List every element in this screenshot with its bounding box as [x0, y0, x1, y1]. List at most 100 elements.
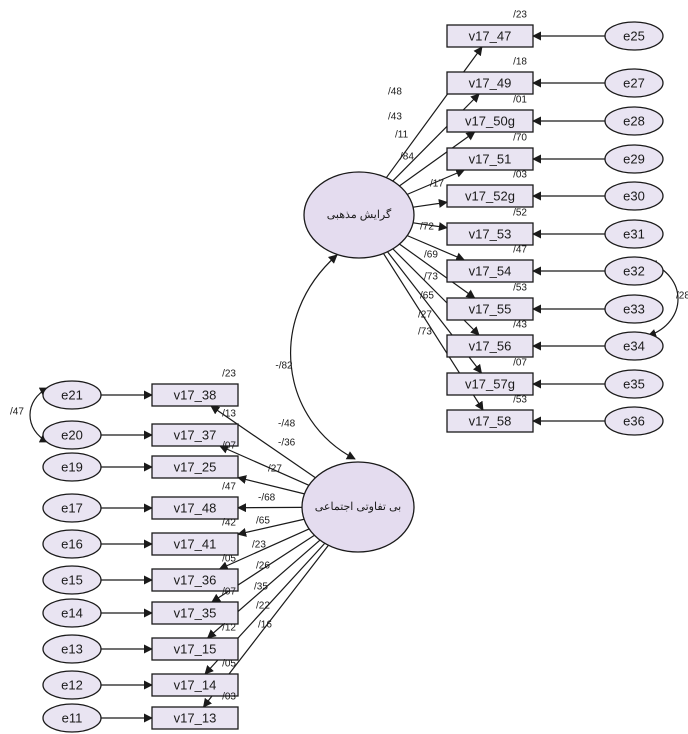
error-node-e36 [604, 406, 664, 436]
r2-label-v17_51: /70 [513, 133, 527, 144]
latent-label-religion: گرایش مذهبی [327, 208, 392, 221]
error-node-e31 [604, 219, 664, 249]
error-label-e35: e35 [623, 377, 645, 392]
loading-label-v17_55: /73 [424, 272, 438, 283]
latent-node-indifference [301, 461, 415, 553]
error-label-e27: e27 [623, 76, 645, 91]
observed-box-v17_53 [446, 222, 534, 246]
error-node-e20 [42, 420, 102, 450]
error-label-e15: e15 [61, 573, 83, 588]
observed-box-v17_52g [446, 184, 534, 208]
observed-box-v17_50g [446, 109, 534, 133]
observed-label-v17_38: v17_38 [174, 388, 217, 403]
error-label-e13: e13 [61, 642, 83, 657]
loading-label-v17_36: /23 [252, 540, 266, 551]
error-label-e25: e25 [623, 29, 645, 44]
r2-label-v17_14: /05 [222, 659, 236, 670]
observed-box-v17_54 [446, 259, 534, 283]
path-arrow-indifference-v17_37 [219, 445, 310, 486]
error-node-e33 [604, 294, 664, 324]
observed-box-v17_35 [151, 601, 239, 625]
observed-box-v17_15 [151, 637, 239, 661]
loading-label-v17_13: /16 [258, 620, 272, 631]
path-arrow-religion-v17_50g [399, 131, 476, 187]
observed-label-v17_52g: v17_52g [465, 189, 515, 204]
observed-label-v17_53: v17_53 [469, 227, 512, 242]
error-node-e34 [604, 331, 664, 361]
observed-box-v17_55 [446, 297, 534, 321]
observed-box-v17_38 [151, 383, 239, 407]
observed-label-v17_50g: v17_50g [465, 114, 515, 129]
loading-label-v17_57g: /27 [418, 310, 432, 321]
observed-label-v17_48: v17_48 [174, 501, 217, 516]
r2-label-v17_13: /03 [222, 692, 236, 703]
loading-label-v17_47: /48 [388, 87, 402, 98]
observed-label-v17_25: v17_25 [174, 460, 217, 475]
r2-label-v17_50g: /01 [513, 95, 527, 106]
observed-label-v17_14: v17_14 [174, 678, 217, 693]
error-covariance-label-e32-e34: /28 [676, 291, 688, 302]
observed-label-v17_13: v17_13 [174, 711, 217, 726]
r2-label-v17_25: /07 [222, 441, 236, 452]
r2-label-v17_37: /13 [222, 409, 236, 420]
r2-label-v17_52g: /03 [513, 170, 527, 181]
r2-label-v17_47: /23 [513, 10, 527, 21]
loading-label-v17_48: -/68 [258, 493, 276, 504]
error-node-e14 [42, 598, 102, 628]
r2-label-v17_58: /53 [513, 395, 527, 406]
observed-box-v17_41 [151, 532, 239, 556]
path-arrow-religion-v17_55 [399, 243, 476, 299]
observed-box-v17_48 [151, 496, 239, 520]
observed-box-v17_56 [446, 334, 534, 358]
loading-label-v17_56: /65 [420, 291, 434, 302]
error-node-e12 [42, 670, 102, 700]
error-label-e34: e34 [623, 339, 645, 354]
observed-label-v17_51: v17_51 [469, 152, 512, 167]
r2-label-v17_35: /07 [222, 587, 236, 598]
r2-label-v17_54: /47 [513, 245, 527, 256]
error-node-e13 [42, 634, 102, 664]
loading-label-v17_15: /35 [254, 582, 268, 593]
error-label-e21: e21 [61, 388, 83, 403]
r2-label-v17_55: /53 [513, 283, 527, 294]
latent-label-indifference: بی تفاوتی اجتماعی [315, 501, 401, 513]
loading-label-v17_51: /84 [400, 152, 414, 163]
loading-label-v17_41: /65 [256, 516, 270, 527]
loading-label-v17_58: /73 [418, 327, 432, 338]
error-label-e19: e19 [61, 460, 83, 475]
observed-label-v17_15: v17_15 [174, 642, 217, 657]
loading-label-v17_35: /26 [256, 561, 270, 572]
r2-label-v17_49: /18 [513, 57, 527, 68]
r2-label-v17_48: /47 [222, 482, 236, 493]
error-node-e27 [604, 68, 664, 98]
error-covariance-arrow-e21-e20 [29, 387, 49, 443]
error-label-e14: e14 [61, 606, 83, 621]
observed-label-v17_49: v17_49 [469, 76, 512, 91]
observed-box-v17_13 [151, 706, 239, 730]
error-node-e29 [604, 144, 664, 174]
path-arrow-indifference-v17_25 [237, 475, 305, 495]
observed-box-v17_14 [151, 673, 239, 697]
error-node-e21 [42, 380, 102, 410]
r2-label-v17_56: /43 [513, 320, 527, 331]
error-node-e11 [42, 703, 102, 733]
r2-label-v17_15: /12 [222, 623, 236, 634]
error-label-e32: e32 [623, 264, 645, 279]
observed-label-v17_35: v17_35 [174, 606, 217, 621]
error-label-e20: e20 [61, 428, 83, 443]
r2-label-v17_57g: /07 [513, 358, 527, 369]
observed-box-v17_51 [446, 147, 534, 171]
error-label-e16: e16 [61, 537, 83, 552]
error-node-e17 [42, 493, 102, 523]
loading-label-v17_37: -/36 [278, 438, 296, 449]
error-label-e30: e30 [623, 189, 645, 204]
r2-label-v17_41: /42 [222, 518, 236, 529]
observed-box-v17_58 [446, 409, 534, 433]
path-arrow-religion-v17_51 [407, 169, 466, 195]
error-node-e32 [604, 256, 664, 286]
r2-label-v17_38: /23 [222, 369, 236, 380]
error-node-e16 [42, 529, 102, 559]
loading-label-v17_53: /72 [420, 222, 434, 233]
